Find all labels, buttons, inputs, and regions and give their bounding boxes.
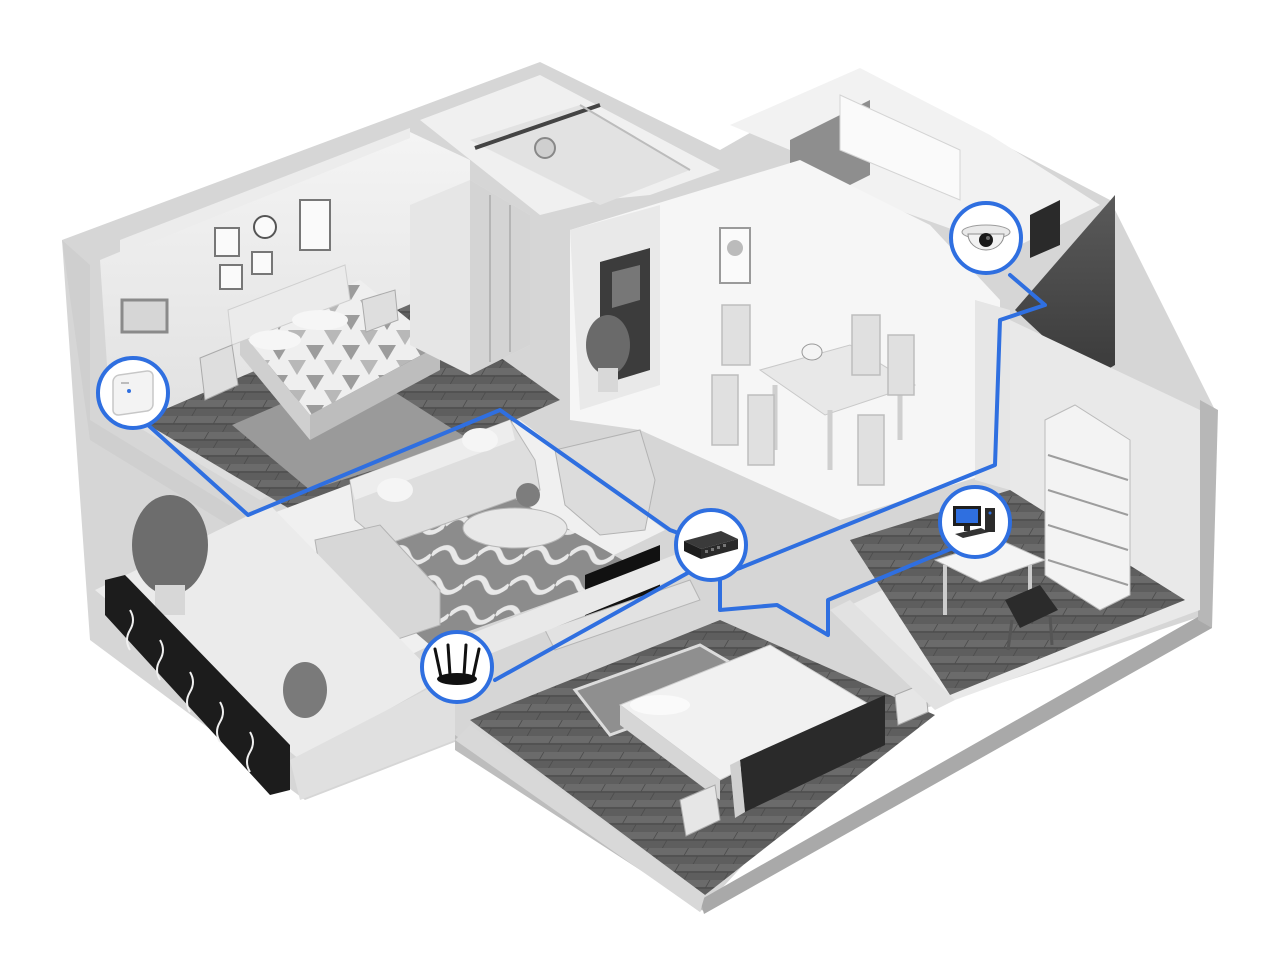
device-nodes [96,201,1023,704]
dining-area [570,160,1010,520]
dome-camera-icon [961,224,1011,251]
node-wifi-router[interactable] [420,630,494,704]
node-network-switch[interactable] [674,508,748,582]
ceiling-access-point-icon [112,370,154,416]
node-desktop-pc[interactable] [938,485,1012,559]
study-room [840,320,1200,700]
balcony [95,495,455,800]
wifi-router-icon [433,643,481,685]
bathroom [420,75,720,215]
network-switch-icon [684,531,738,559]
second-bedroom [455,600,955,912]
master-bedroom [100,128,560,515]
desktop-computer-icon [953,506,995,538]
node-access-point[interactable] [96,356,170,430]
node-dome-camera[interactable] [949,201,1023,275]
cable-switch-to-router [493,558,713,682]
